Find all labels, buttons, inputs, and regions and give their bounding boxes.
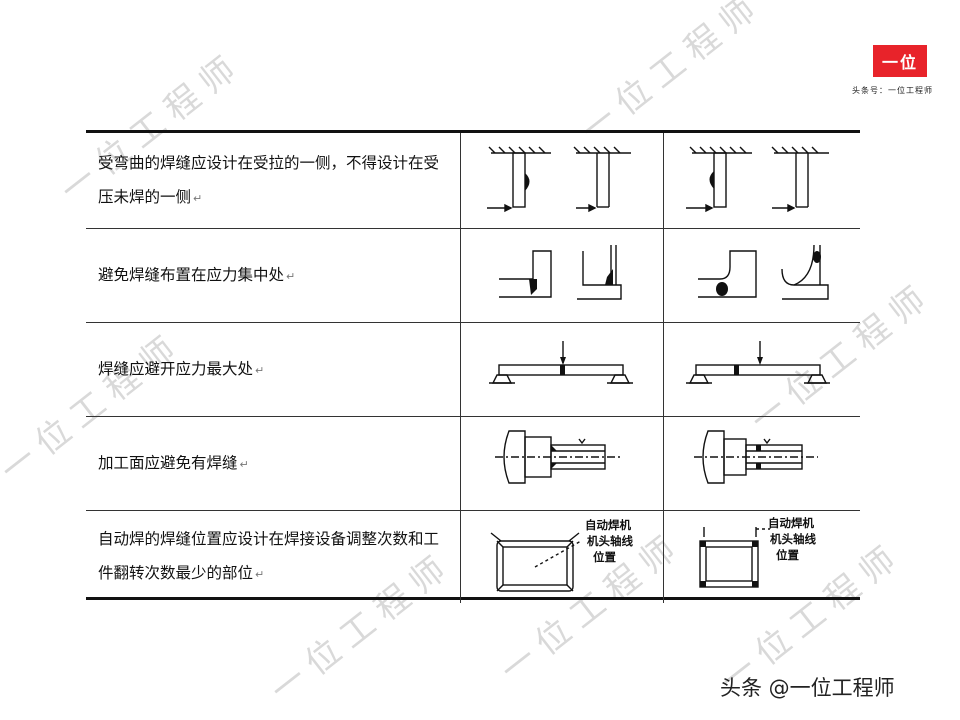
auto-weld-label-3: 位置: [593, 550, 616, 564]
auto-weld-bad-icon: 自动焊机 机头轴线 位置: [490, 518, 633, 592]
rule-text: 自动焊的焊缝位置应设计在焊接设备调整次数和工件翻转次数最少的部位: [98, 530, 440, 582]
brand-logo: 一位: [873, 45, 927, 77]
watermark: 一位工程师: [573, 0, 772, 151]
machined-surface-bad-icon: [495, 430, 621, 484]
rule-text-cell: 加工面应避免有焊缝↵: [86, 417, 461, 510]
weld-design-table: 受弯曲的焊缝应设计在受拉的一侧，不得设计在受压未焊的一侧↵: [86, 130, 860, 603]
good-example-diagram: [664, 323, 860, 416]
bad-example-diagram: [461, 133, 664, 228]
bending-weld-good-icon: [686, 146, 829, 213]
good-example-diagram: [664, 229, 860, 322]
table-row: 焊缝应避开应力最大处↵: [86, 323, 860, 417]
auto-weld-label-2: 机头轴线: [770, 532, 816, 546]
stress-concentration-bad-icon: [499, 245, 622, 300]
machined-surface-good-icon: [694, 430, 818, 484]
good-example-diagram: 自动焊机 机头轴线 位置: [664, 511, 860, 603]
footer-attribution: 头条 @一位工程师: [720, 676, 895, 700]
auto-weld-good-icon: 自动焊机 机头轴线 位置: [699, 516, 816, 588]
rule-text-cell: 受弯曲的焊缝应设计在受拉的一侧，不得设计在受压未焊的一侧↵: [86, 133, 461, 228]
rule-text: 受弯曲的焊缝应设计在受拉的一侧，不得设计在受压未焊的一侧: [98, 153, 440, 206]
bad-example-diagram: [461, 229, 664, 322]
auto-weld-label-1: 自动焊机: [768, 516, 814, 530]
rule-text: 避免焊缝布置在应力集中处: [98, 265, 285, 284]
table-row: 加工面应避免有焊缝↵: [86, 417, 860, 511]
auto-weld-label-1: 自动焊机: [585, 518, 631, 532]
rule-text-cell: 自动焊的焊缝位置应设计在焊接设备调整次数和工件翻转次数最少的部位↵: [86, 511, 461, 603]
rule-text-cell: 避免焊缝布置在应力集中处↵: [86, 229, 461, 322]
auto-weld-label-3: 位置: [776, 548, 799, 562]
good-example-diagram: [664, 133, 860, 228]
good-example-diagram: [664, 417, 860, 510]
table-row: 自动焊的焊缝位置应设计在焊接设备调整次数和工件翻转次数最少的部位↵ 自动焊机 机…: [86, 511, 860, 603]
brand-caption: 头条号：一位工程师: [852, 86, 933, 95]
max-stress-good-icon: [686, 341, 830, 384]
table-row: 受弯曲的焊缝应设计在受拉的一侧，不得设计在受压未焊的一侧↵: [86, 133, 860, 229]
rule-text: 焊缝应避开应力最大处: [98, 359, 254, 378]
bad-example-diagram: [461, 323, 664, 416]
bad-example-diagram: 自动焊机 机头轴线 位置: [461, 511, 664, 603]
max-stress-bad-icon: [489, 341, 633, 384]
auto-weld-label-2: 机头轴线: [587, 534, 633, 548]
bad-example-diagram: [461, 417, 664, 510]
table-row: 避免焊缝布置在应力集中处↵: [86, 229, 860, 323]
rule-text-cell: 焊缝应避开应力最大处↵: [86, 323, 461, 416]
bending-weld-bad-icon: [487, 146, 631, 213]
rule-text: 加工面应避免有焊缝: [98, 453, 238, 472]
stress-concentration-good-icon: [698, 244, 829, 300]
